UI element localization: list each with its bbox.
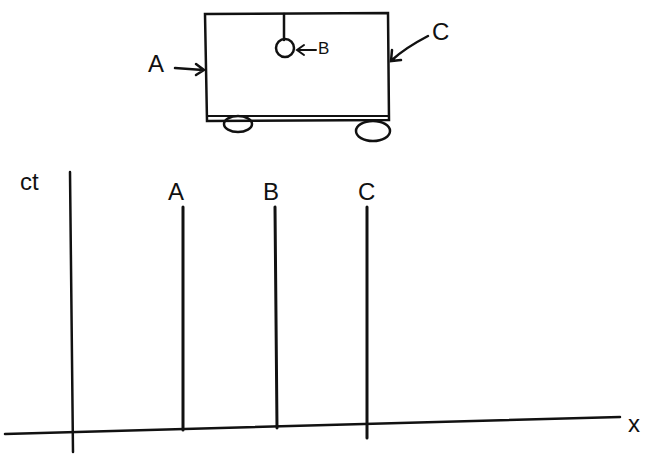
axis-label: ct xyxy=(20,170,39,194)
axis-label: x xyxy=(628,412,640,436)
string xyxy=(283,14,286,40)
wheel xyxy=(356,121,390,141)
x-axis xyxy=(5,417,620,434)
worldline-c xyxy=(366,207,369,438)
worldline-b xyxy=(275,207,277,428)
point-label: A xyxy=(148,52,164,76)
wheel xyxy=(224,116,252,132)
pointer-arrow xyxy=(391,36,428,61)
pointer-arrow xyxy=(175,64,204,75)
point-label: C xyxy=(432,20,449,44)
ct-axis xyxy=(70,172,73,452)
worldline-a xyxy=(182,207,185,430)
bob xyxy=(276,39,294,57)
worldline-label: B xyxy=(263,180,279,204)
pointer-arrow xyxy=(297,45,316,55)
cart-body xyxy=(205,13,389,121)
worldline-label: C xyxy=(358,180,375,204)
point-label: B xyxy=(318,40,329,57)
worldline-label: A xyxy=(168,180,184,204)
